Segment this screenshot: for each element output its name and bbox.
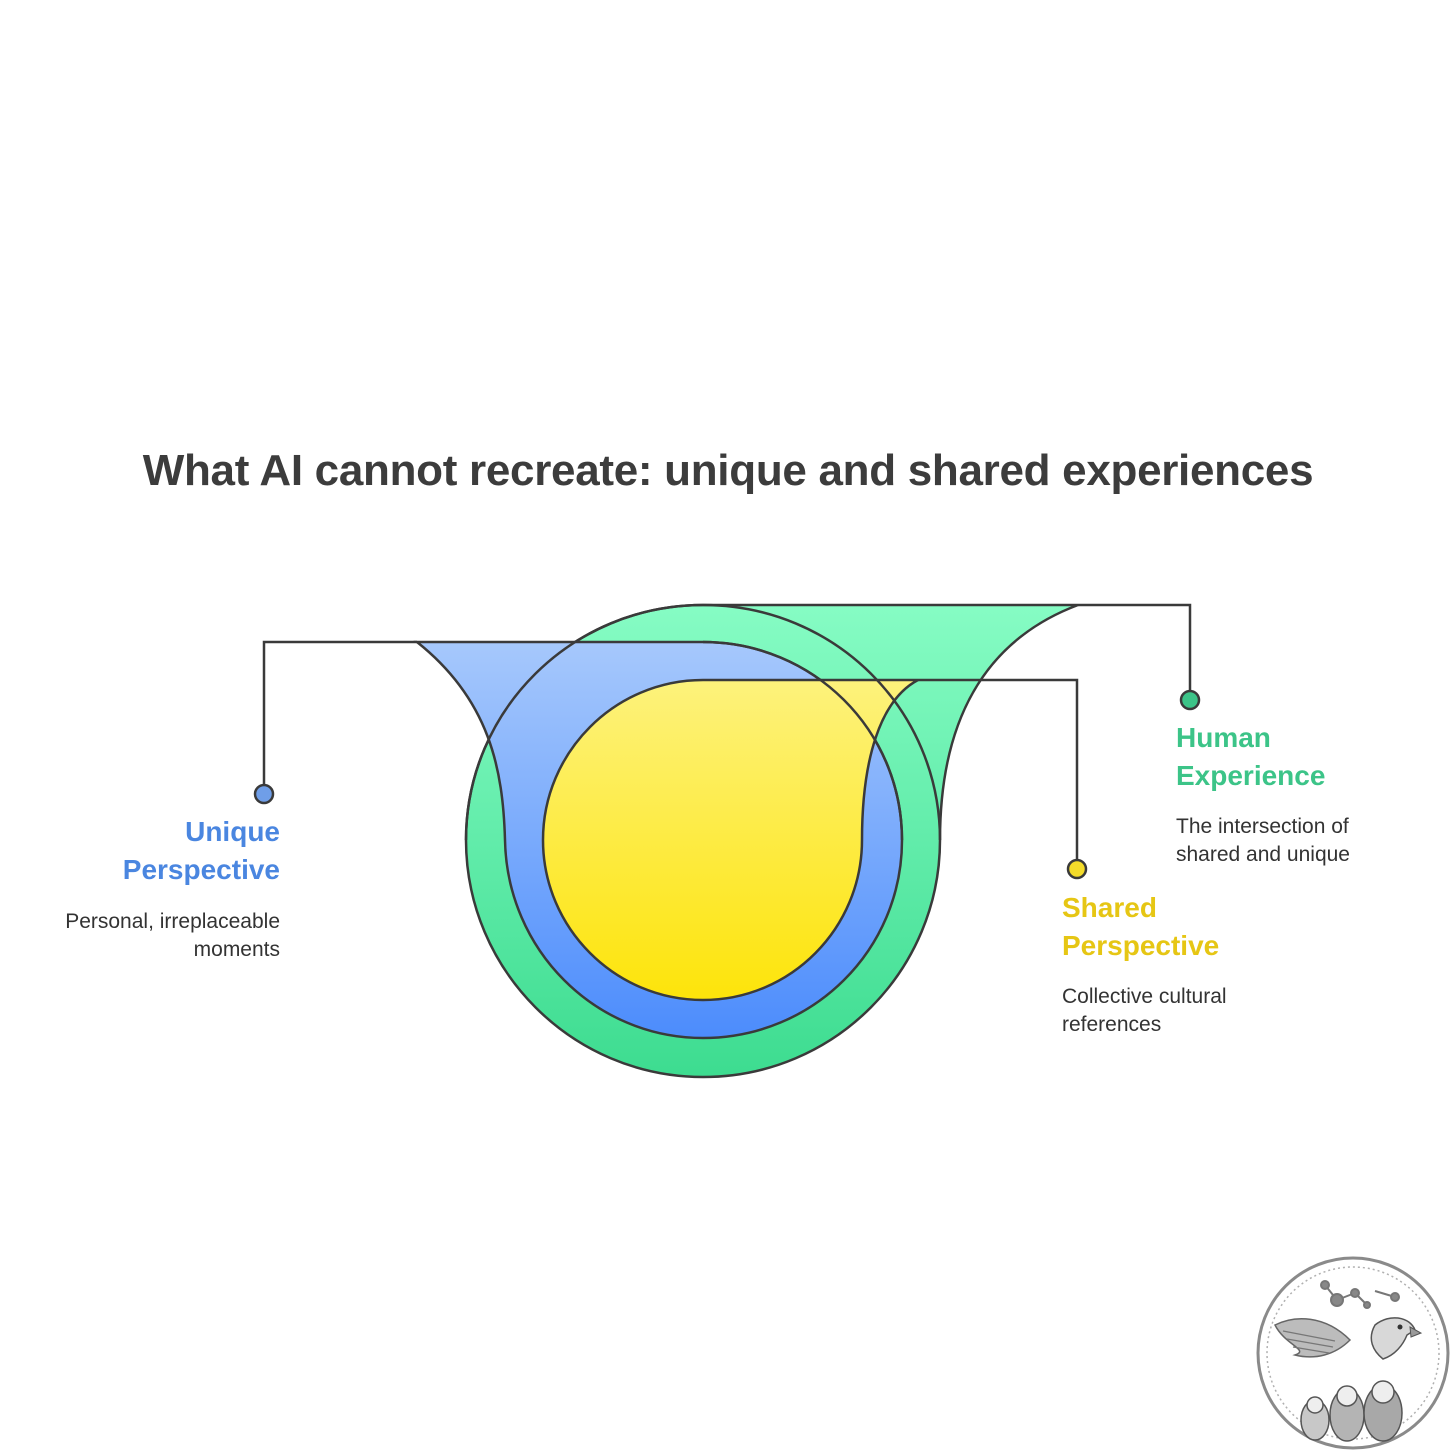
shared-marker-dot	[1066, 858, 1088, 880]
shared-perspective-description: Collective cultural references	[1062, 983, 1227, 1039]
unique-title-line1: Unique	[185, 816, 280, 847]
unique-perspective-description: Personal, irreplaceable moments	[20, 908, 280, 964]
diagram-title: What AI cannot recreate: unique and shar…	[142, 446, 1314, 495]
human-desc-line2: shared and unique	[1176, 843, 1350, 866]
unique-perspective-title: Unique Perspective	[40, 813, 280, 889]
shared-desc-line2: references	[1062, 1013, 1162, 1036]
shared-leader-line	[918, 678, 1079, 859]
human-marker-dot	[1179, 689, 1201, 711]
blue-ring-outline-overlay	[702, 640, 904, 841]
unique-title-line2: Perspective	[122, 854, 280, 885]
shared-perspective-shape	[541, 678, 919, 1002]
green-ring-outline-overlay	[464, 603, 942, 841]
human-leader-line	[1078, 603, 1192, 690]
human-title-line2: Experience	[1176, 760, 1326, 791]
shared-title-line1: Shared	[1062, 892, 1157, 923]
human-desc-line1: The intersection of	[1176, 815, 1349, 838]
human-title-line1: Human	[1176, 722, 1271, 753]
unique-desc-line2: moments	[193, 938, 280, 961]
shared-desc-line1: Collective cultural	[1062, 985, 1227, 1008]
eagle-seal-icon	[1256, 1256, 1450, 1450]
unique-desc-line1: Personal, irreplaceable	[65, 910, 280, 933]
human-experience-title: Human Experience	[1176, 719, 1325, 795]
shared-title-line2: Perspective	[1062, 930, 1220, 961]
shared-perspective-title: Shared Perspective	[1062, 889, 1219, 965]
unique-leader-line	[262, 640, 417, 784]
unique-marker-dot	[253, 783, 275, 805]
human-experience-description: The intersection of shared and unique	[1176, 813, 1350, 869]
